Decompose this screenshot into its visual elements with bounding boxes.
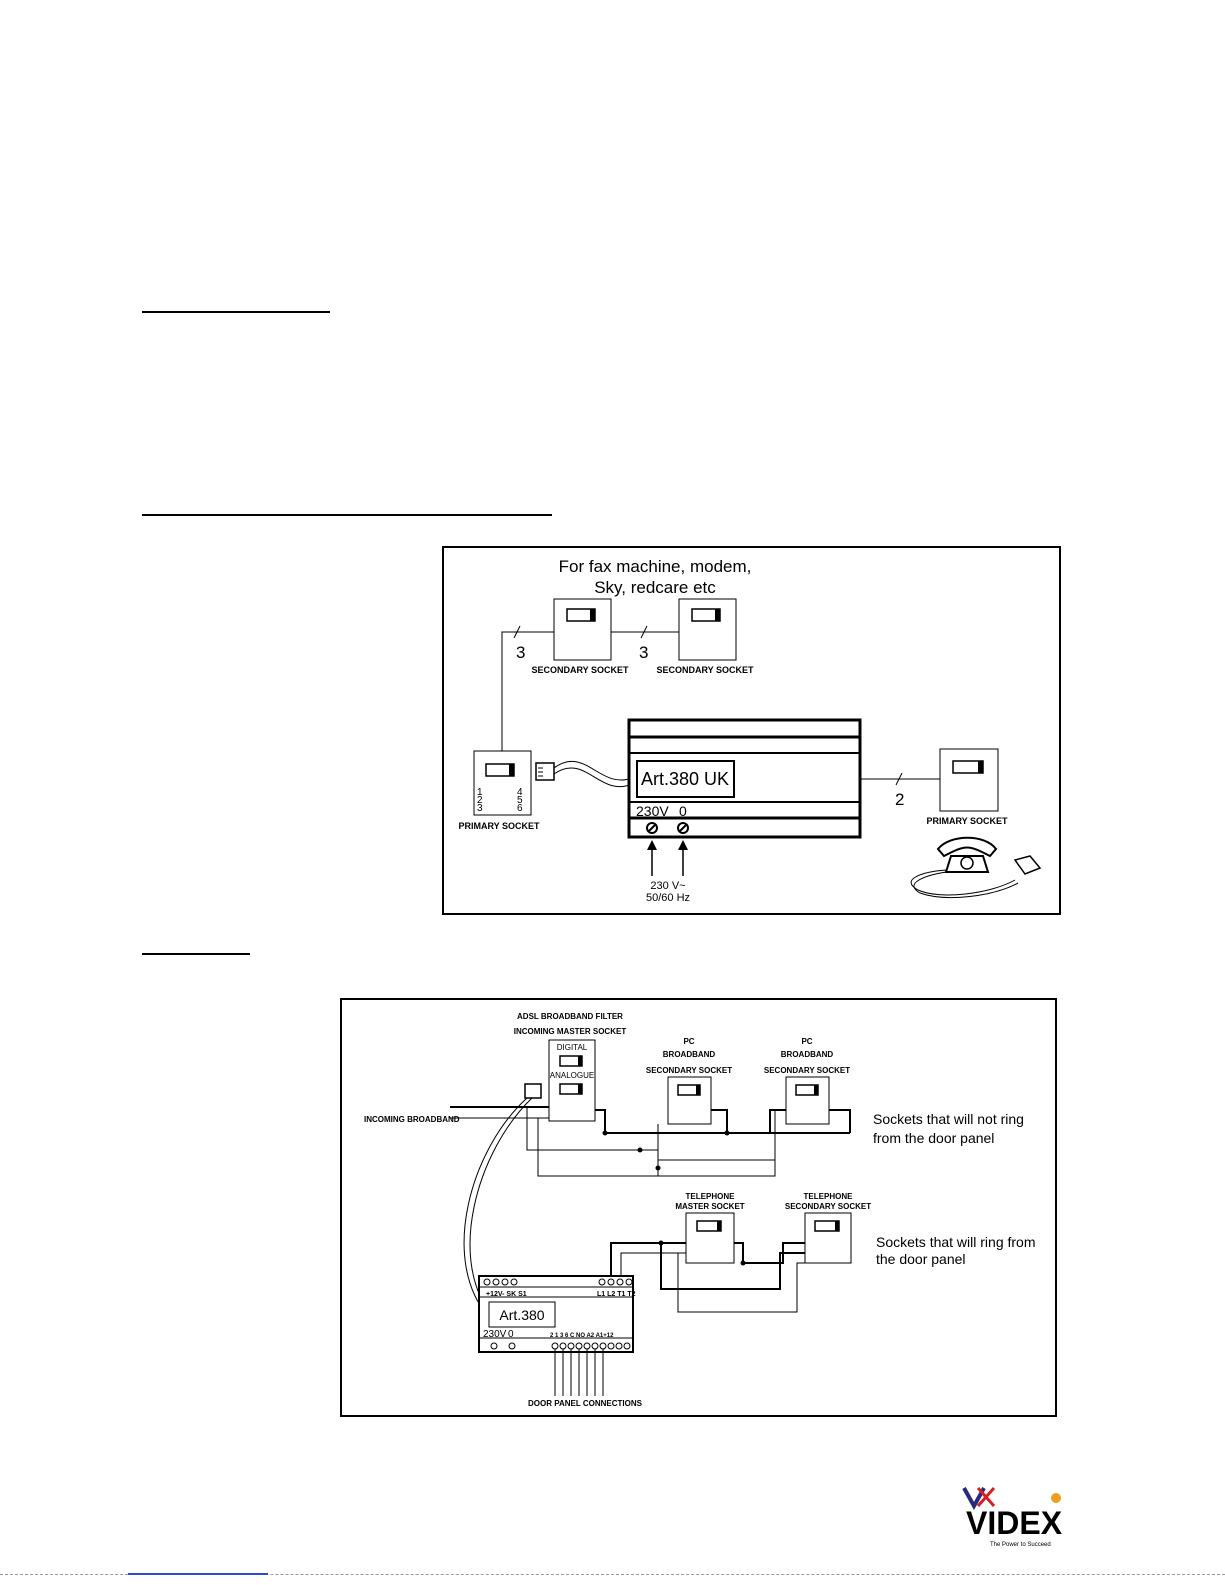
videx-logo: VIDEX The Power to Succeed — [960, 1480, 1080, 1550]
pc-label-1: PC — [683, 1037, 694, 1046]
analogue-label: ANALOGUE — [550, 1071, 594, 1080]
svg-text:3: 3 — [477, 803, 483, 814]
wire-count-b: 3 — [639, 643, 648, 662]
incoming-broadband-label: INCOMING BROADBAND — [364, 1115, 460, 1124]
no-ring-line2: from the door panel — [873, 1130, 994, 1146]
terminal-0: 0 — [679, 803, 687, 819]
primary-socket-left: 1 2 3 4 5 6 PRIMARY SOCKET — [458, 750, 540, 831]
secondary-socket-1: SECONDARY SOCKET — [531, 598, 629, 675]
secondary-socket-label-3: SECONDARY SOCKET — [785, 1202, 871, 1211]
art380uk-unit: Art.380 UK 230V 0 — [627, 718, 862, 839]
pc-secondary-socket-1 — [667, 1076, 712, 1125]
telephone-secondary-socket — [804, 1212, 852, 1264]
adsl-label-line2: INCOMING MASTER SOCKET — [514, 1027, 627, 1036]
svg-text:2: 2 — [477, 795, 483, 806]
secondary-socket-label-2: SECONDARY SOCKET — [764, 1066, 850, 1075]
wire-count-a: 3 — [516, 643, 525, 662]
primary-socket-right: PRIMARY SOCKET — [926, 748, 1008, 826]
wiring-diagram-art380 — [340, 998, 1057, 1417]
door-panel-label: DOOR PANEL CONNECTIONS — [528, 1399, 643, 1408]
wire-count-c: 2 — [895, 790, 904, 809]
ring-line1: Sockets that will ring from — [876, 1234, 1036, 1250]
top-terminals-right: L1 L2 T1 T2 — [597, 1291, 636, 1298]
secondary-socket-label: SECONDARY SOCKET — [531, 665, 629, 675]
digital-label: DIGITAL — [557, 1043, 588, 1052]
broadband-label-1: BROADBAND — [663, 1050, 716, 1059]
telephone-master-socket — [685, 1212, 735, 1264]
art380-terminal-0: 0 — [508, 1329, 514, 1340]
master-socket-label: MASTER SOCKET — [675, 1202, 744, 1211]
broadband-label-2: BROADBAND — [781, 1050, 834, 1059]
diagram1-title-line1: For fax machine, modem, — [559, 557, 752, 576]
art380-label: Art.380 — [499, 1307, 544, 1323]
secondary-socket-label: SECONDARY SOCKET — [656, 665, 754, 675]
section-heading-underline-1 — [142, 311, 330, 313]
diagram1-title-line2: Sky, redcare etc — [594, 578, 716, 597]
primary-socket-label-right: PRIMARY SOCKET — [926, 816, 1008, 826]
section-heading-underline-2 — [142, 514, 552, 516]
secondary-socket-2: SECONDARY SOCKET — [656, 598, 754, 675]
telephone-icon — [910, 836, 1042, 899]
section-heading-underline-3 — [142, 953, 250, 955]
door-panel-wires — [554, 1349, 604, 1396]
footer-link[interactable] — [128, 1573, 268, 1575]
art380-terminal-230v: 230V — [483, 1329, 507, 1340]
adsl-label-line1: ADSL BROADBAND FILTER — [517, 1012, 623, 1021]
no-ring-line1: Sockets that will not ring — [873, 1111, 1024, 1127]
adsl-master-socket: DIGITAL ANALOGUE — [548, 1039, 596, 1122]
telephone-label-1: TELEPHONE — [686, 1192, 736, 1201]
bottom-terminals: 2 1 3 6 C NO A2 A1+12 — [550, 1333, 614, 1339]
pc-secondary-socket-2 — [785, 1076, 830, 1125]
videx-tagline: The Power to Succeed — [990, 1542, 1051, 1548]
supply-line2: 50/60 Hz — [646, 892, 690, 904]
top-terminals-left: +12V- SK S1 — [486, 1291, 527, 1298]
art380-unit: +12V- SK S1 L1 L2 T1 T2 Art.380 230V 0 2… — [478, 1275, 636, 1353]
supply-line1: 230 V~ — [650, 880, 685, 892]
ring-line2: the door panel — [876, 1251, 966, 1267]
pins-left: 1 — [477, 787, 483, 798]
terminal-230v: 230V — [636, 803, 669, 819]
art380uk-label: Art.380 UK — [641, 769, 729, 789]
svg-text:6: 6 — [517, 803, 523, 814]
svg-text:4: 4 — [517, 787, 523, 798]
primary-socket-label: PRIMARY SOCKET — [458, 821, 540, 831]
telephone-label-2: TELEPHONE — [804, 1192, 854, 1201]
videx-brand: VIDEX — [966, 1505, 1063, 1541]
pc-label-2: PC — [801, 1037, 812, 1046]
footer-divider — [0, 1574, 1225, 1575]
svg-text:5: 5 — [517, 795, 523, 806]
secondary-socket-label-1: SECONDARY SOCKET — [646, 1066, 732, 1075]
